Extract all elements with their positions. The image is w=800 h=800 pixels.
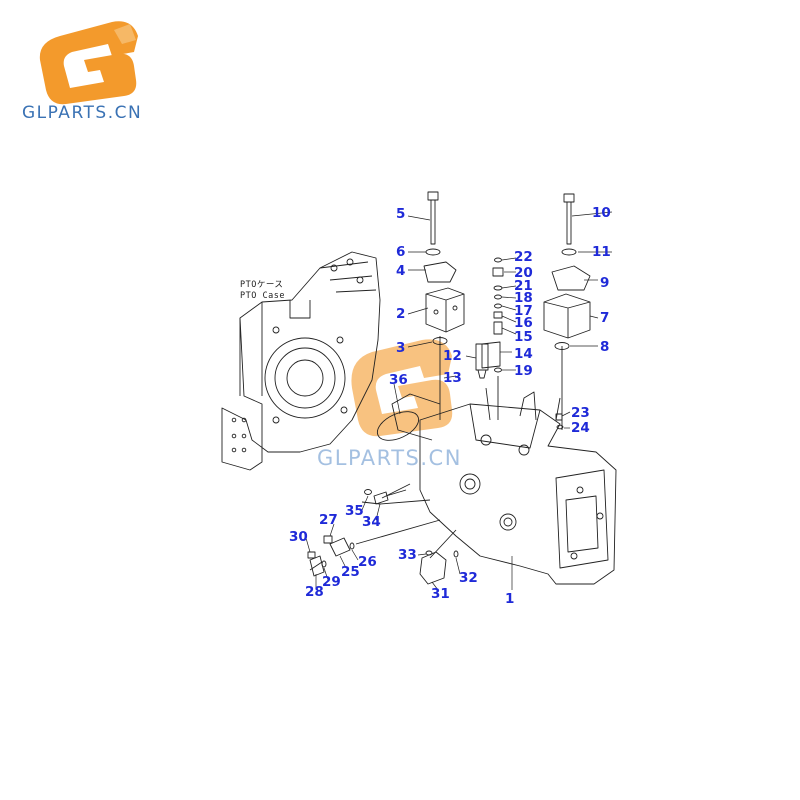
watermark-logo-icon xyxy=(351,339,453,437)
callout-35: 35 xyxy=(345,503,364,519)
fittings-14-22 xyxy=(481,257,504,373)
pto-case-label-jp: PTOケース xyxy=(240,280,284,290)
pto-case xyxy=(221,251,381,471)
bolt-5 xyxy=(427,191,439,245)
callout-16: 16 xyxy=(514,315,533,331)
callout-18: 18 xyxy=(514,290,533,306)
oring-29 xyxy=(321,560,327,568)
bolt-10 xyxy=(563,193,575,245)
bolt-34 xyxy=(373,489,407,505)
bracket-9 xyxy=(551,265,591,291)
leader-lines xyxy=(305,211,613,591)
oring-8 xyxy=(554,342,570,350)
oring-3 xyxy=(432,337,448,345)
callout-6: 6 xyxy=(396,244,406,260)
washer-11 xyxy=(561,248,577,256)
callout-1: 1 xyxy=(505,591,515,607)
elbow-28 xyxy=(309,555,325,577)
callout-32: 32 xyxy=(459,570,478,586)
valve-block-2 xyxy=(425,287,465,333)
callout-30: 30 xyxy=(289,529,308,545)
callout-31: 31 xyxy=(431,586,450,602)
callout-34: 34 xyxy=(362,514,381,530)
washer-6 xyxy=(425,248,441,256)
sensor-12 xyxy=(475,343,489,379)
callout-20: 20 xyxy=(514,265,533,281)
callout-15: 15 xyxy=(514,329,533,345)
callout-11: 11 xyxy=(592,244,611,260)
oring-26 xyxy=(349,542,355,550)
callout-7: 7 xyxy=(600,310,610,326)
callout-25: 25 xyxy=(341,564,360,580)
callout-13: 13 xyxy=(443,370,462,386)
callout-14: 14 xyxy=(514,346,533,362)
callout-21: 21 xyxy=(514,278,533,294)
callout-8: 8 xyxy=(600,339,610,355)
watermark-text: GLPARTS.CN xyxy=(317,446,462,470)
callout-36: 36 xyxy=(389,372,408,388)
callout-23: 23 xyxy=(571,405,590,421)
plug-23 xyxy=(555,413,563,421)
callout-19: 19 xyxy=(514,363,533,379)
callout-10: 10 xyxy=(592,205,611,221)
callout-27: 27 xyxy=(319,512,338,528)
plug-27 xyxy=(323,535,333,544)
washer-35 xyxy=(364,489,372,495)
brand-logo-icon xyxy=(39,21,139,105)
pto-case-label-en: PTO Case xyxy=(240,291,285,301)
callout-26: 26 xyxy=(358,554,377,570)
valve-block-7 xyxy=(543,293,591,339)
cap-30 xyxy=(307,551,316,559)
callout-29: 29 xyxy=(322,574,341,590)
callout-28: 28 xyxy=(305,584,324,600)
callout-17: 17 xyxy=(514,303,533,319)
fitting-25 xyxy=(329,537,351,557)
callout-2: 2 xyxy=(396,306,406,322)
callout-24: 24 xyxy=(571,420,590,436)
bracket-4 xyxy=(423,261,457,283)
callout-12: 12 xyxy=(443,348,462,364)
fitting-31 xyxy=(419,551,447,585)
callout-5: 5 xyxy=(396,206,406,222)
callout-4: 4 xyxy=(396,263,406,279)
oring-32 xyxy=(453,550,459,558)
oring-24 xyxy=(556,424,564,430)
oring-36 xyxy=(376,411,420,441)
plug-33 xyxy=(425,550,433,556)
callout-3: 3 xyxy=(396,340,406,356)
callout-33: 33 xyxy=(398,547,417,563)
brand-name: GLPARTS.CN xyxy=(22,103,143,123)
callout-9: 9 xyxy=(600,275,610,291)
callout-22: 22 xyxy=(514,249,533,265)
